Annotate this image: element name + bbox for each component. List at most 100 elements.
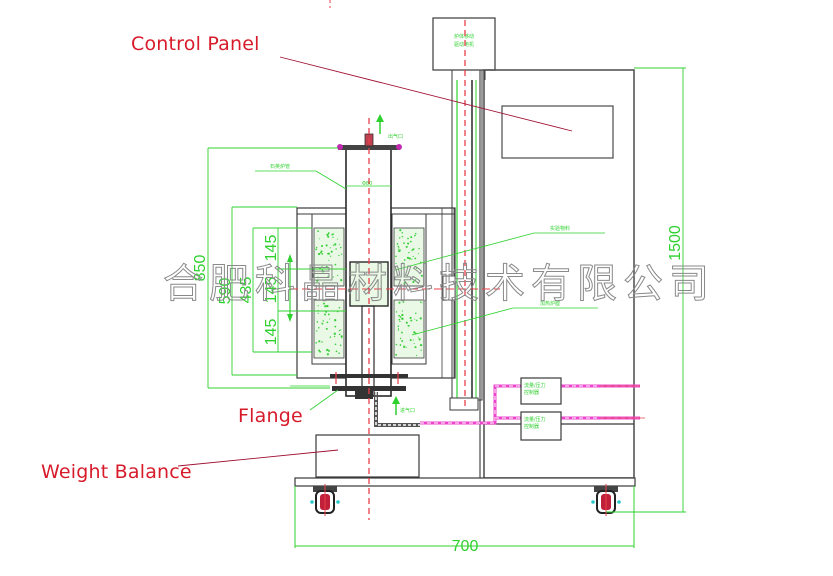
speckle xyxy=(414,257,417,260)
speckle xyxy=(340,253,343,255)
speckle xyxy=(395,255,397,258)
speckle xyxy=(337,274,339,277)
dimension-590: 590 xyxy=(217,206,297,376)
speckle xyxy=(328,349,330,352)
tube-size-label: Φ80 xyxy=(362,181,372,187)
speckle xyxy=(410,236,413,239)
speckle xyxy=(397,248,399,250)
speckle xyxy=(403,345,406,348)
speckle xyxy=(329,247,331,249)
speckle xyxy=(315,341,318,344)
speckle xyxy=(406,256,410,260)
speckle xyxy=(338,243,340,245)
speckle xyxy=(331,233,333,236)
speckle xyxy=(418,338,421,341)
speckle xyxy=(323,313,327,316)
speckle xyxy=(399,337,402,340)
valve-box-2-label-1: 流量/压力 xyxy=(524,416,546,423)
callout-weight-balance: Weight Balance xyxy=(41,461,192,483)
speckle xyxy=(395,262,397,265)
speckle xyxy=(326,321,329,324)
speckle xyxy=(398,247,400,249)
speckle xyxy=(400,331,403,334)
speckle xyxy=(338,333,341,336)
gas-lines: 流量/压力 控制器 流量/压力 控制器 xyxy=(420,377,645,441)
speckle xyxy=(418,336,420,338)
gas-inlet-arrow: 进气口 xyxy=(392,396,415,415)
dimension-435: 435 xyxy=(238,227,312,353)
speckle xyxy=(339,246,342,249)
flange-leader xyxy=(309,389,339,411)
speckle xyxy=(340,279,343,282)
speckle xyxy=(398,314,400,317)
speckle xyxy=(412,248,415,251)
speckle xyxy=(329,255,332,257)
speckle xyxy=(315,248,318,251)
valve-box-1-label-1: 流量/压力 xyxy=(524,382,546,389)
speckle xyxy=(325,349,328,352)
dim-850-label: 850 xyxy=(192,255,209,282)
control-panel-leader xyxy=(279,56,573,132)
speckle xyxy=(321,322,323,324)
speckle xyxy=(405,346,407,348)
insulation-block xyxy=(313,227,345,287)
speckle xyxy=(397,328,399,330)
speckle xyxy=(418,247,420,250)
speckle xyxy=(324,305,327,308)
speckle xyxy=(318,340,321,343)
speckle xyxy=(412,339,414,341)
valve-box-1-label-2: 控制器 xyxy=(524,389,539,396)
dim-590-label: 590 xyxy=(217,278,234,305)
speckle xyxy=(412,280,415,284)
speckle xyxy=(329,318,331,320)
speckle xyxy=(320,250,323,253)
speckle xyxy=(398,237,401,239)
lift-column xyxy=(445,69,486,411)
speckle xyxy=(409,339,412,342)
speckle xyxy=(401,317,404,320)
dimension-1500: 1500 xyxy=(606,67,686,513)
speckle xyxy=(401,262,404,265)
speckle xyxy=(326,233,329,236)
base xyxy=(294,477,636,516)
label-insulation: 加热炉膛 xyxy=(411,300,598,336)
speckle xyxy=(338,306,341,309)
speckle xyxy=(401,310,403,312)
speckle xyxy=(334,319,337,322)
speckle xyxy=(341,336,343,339)
dimension-700: 700 xyxy=(294,486,635,555)
speckle xyxy=(397,329,400,331)
insulation-block xyxy=(393,299,425,359)
speckle xyxy=(317,305,319,307)
speckle xyxy=(319,350,322,353)
speckle xyxy=(334,325,337,328)
speckle xyxy=(415,354,418,357)
speckle xyxy=(325,265,328,268)
speckle xyxy=(421,302,423,304)
speckle xyxy=(417,253,420,255)
speckle xyxy=(315,246,318,249)
speckle xyxy=(327,313,330,316)
speckle xyxy=(401,340,404,342)
speckle xyxy=(327,235,330,238)
dim-1500-label: 1500 xyxy=(667,225,684,261)
callout-control-panel: Control Panel xyxy=(131,33,260,55)
speckle xyxy=(319,238,321,240)
dim-700-label: 700 xyxy=(452,538,479,555)
valve-box-2 xyxy=(520,411,562,441)
speckle xyxy=(337,238,339,240)
speckle xyxy=(396,243,399,245)
motor-box: 炉体移动 驱动电机 xyxy=(432,17,496,71)
gas-inlet-label: 进气口 xyxy=(400,407,415,414)
speckle xyxy=(326,304,329,308)
speckle xyxy=(316,330,318,332)
speckle xyxy=(317,279,319,281)
speckle xyxy=(340,335,343,338)
speckle xyxy=(403,262,405,264)
speckle xyxy=(408,251,410,254)
speckle xyxy=(316,321,319,323)
speckle xyxy=(321,270,325,273)
speckle xyxy=(327,232,330,235)
speckle xyxy=(335,350,338,353)
speckle xyxy=(398,301,401,304)
